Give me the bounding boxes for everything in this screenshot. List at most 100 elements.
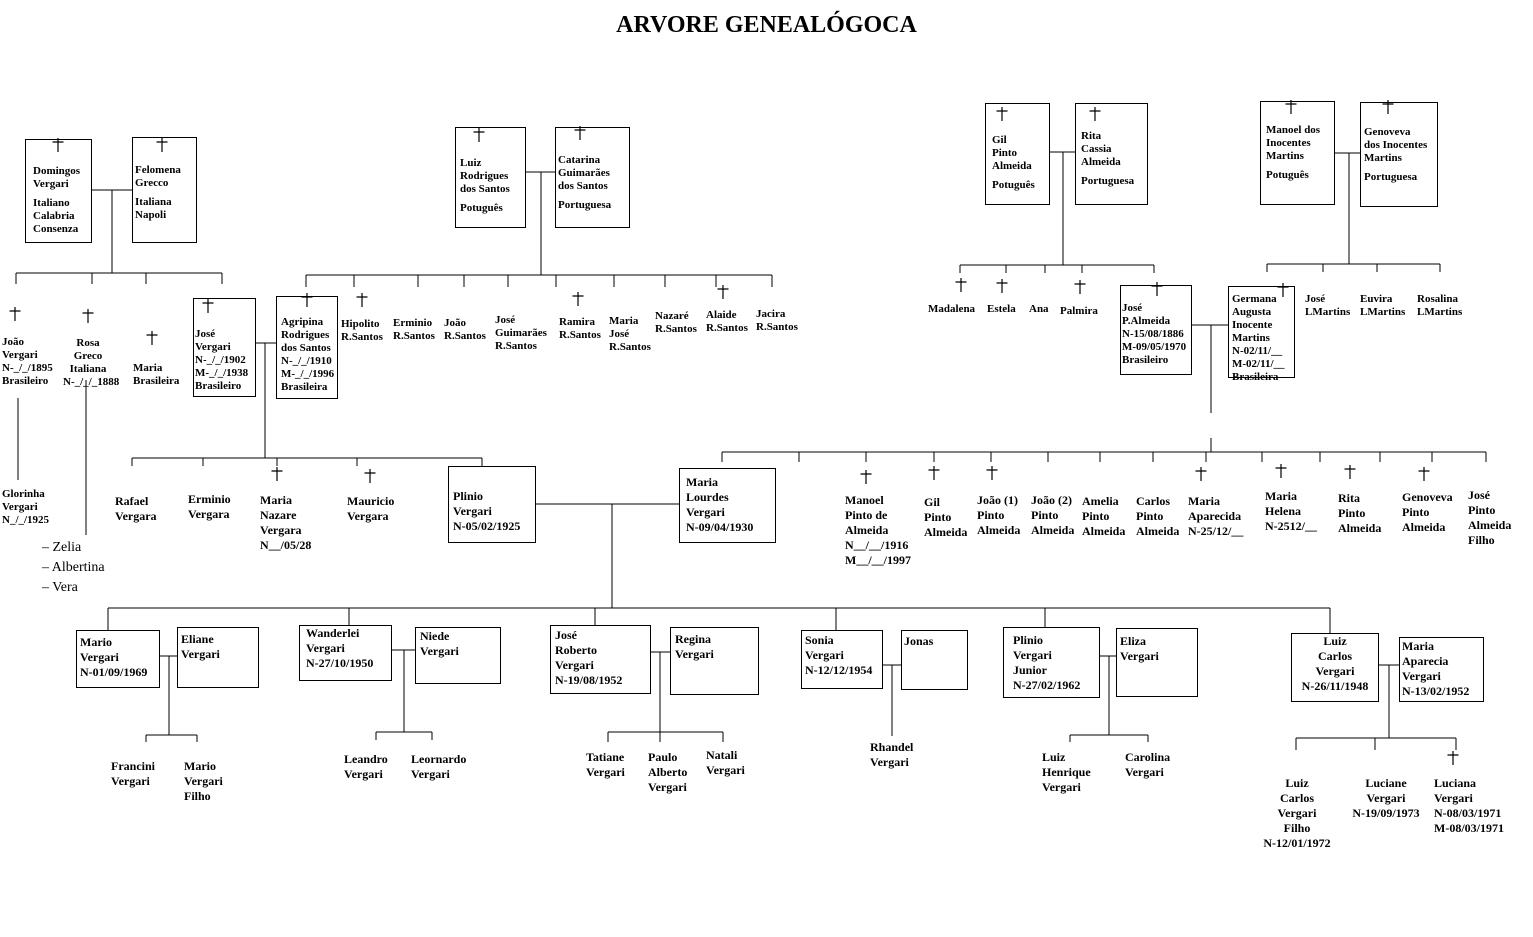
page-title: ARVORE GENEALÓGOCA	[616, 12, 917, 38]
person-line: N-05/02/1925	[453, 519, 521, 533]
person-line: Almeida	[1081, 156, 1121, 168]
person-line: Hipolito	[341, 318, 380, 330]
latin-cross-icon	[1343, 465, 1357, 484]
person-box-plinio	[448, 466, 536, 543]
person-line: – Albertina	[42, 560, 105, 575]
person-line: Aparecia	[1402, 654, 1449, 668]
person-line: Luciane	[1365, 776, 1407, 790]
person-line: Luiz	[1042, 750, 1066, 764]
person-rosa-children: – Zelia – Albertina – Vera	[42, 538, 105, 598]
person-line: N__/05/28	[260, 538, 312, 552]
person-box-manoel-im	[1260, 101, 1335, 205]
person-line: Maria	[133, 362, 163, 374]
person-line: dos Santos	[460, 183, 510, 195]
person-line: Carlos	[1136, 494, 1170, 508]
person-line: Rodrigues	[281, 329, 330, 341]
person-line: Greco	[73, 350, 103, 362]
person-line: Domingos	[33, 165, 81, 177]
person-line: Gil	[924, 495, 941, 509]
person-line: Carolina	[1125, 750, 1171, 764]
person-line: Vergari	[1042, 780, 1081, 794]
person-box-germana	[1228, 286, 1295, 378]
person-line: Maria	[1402, 639, 1434, 653]
person-line: Manoel dos	[1266, 124, 1321, 136]
person-line: Vergari	[453, 504, 492, 518]
latin-cross-icon	[145, 331, 159, 350]
latin-cross-icon	[1150, 282, 1164, 301]
person-line: Vergari	[805, 648, 844, 662]
person-box-catarina	[555, 127, 630, 228]
person-line: Potuguês	[1266, 169, 1309, 181]
person-line: José	[495, 314, 516, 326]
person-line: Palmira	[1060, 305, 1098, 317]
person-line: dos Inocentes	[1364, 139, 1428, 151]
person-line: Paulo	[648, 750, 678, 764]
person-line: R.Santos	[393, 330, 435, 342]
person-line: Pinto	[1031, 508, 1059, 522]
person-madalena: Madalena	[928, 303, 975, 316]
person-box-regina	[670, 627, 759, 695]
person-line: Augusta	[1232, 306, 1272, 318]
latin-cross-icon	[995, 107, 1009, 126]
person-line: Brasileiro	[2, 375, 49, 387]
person-box-luiz-cv	[1291, 633, 1379, 702]
person-line: P.Almeida	[1122, 315, 1171, 327]
person-line: José	[555, 628, 577, 642]
person-line: Napoli	[135, 209, 167, 221]
person-line: João	[2, 336, 24, 348]
person-line: João (1)	[977, 493, 1018, 507]
person-line: N-_/_/_1888	[63, 376, 120, 388]
person-line: Vergari	[420, 644, 459, 658]
person-line: M-02/11/__	[1232, 358, 1285, 370]
person-line: José	[1468, 488, 1490, 502]
person-line: N-02/11/__	[1232, 345, 1283, 357]
person-line: Genoveva	[1402, 490, 1453, 504]
latin-cross-icon	[859, 470, 873, 489]
person-line: Nazare	[260, 508, 297, 522]
person-line: – Vera	[42, 580, 78, 595]
person-line: Pinto	[924, 510, 952, 524]
person-line: Vergari	[675, 647, 714, 661]
person-line: Martins	[1364, 152, 1402, 164]
person-line: – Zelia	[42, 540, 82, 555]
person-line: Vergari	[111, 774, 150, 788]
latin-cross-icon	[300, 293, 314, 312]
latin-cross-icon	[1088, 107, 1102, 126]
latin-cross-icon	[155, 138, 169, 157]
person-line: Erminio	[188, 492, 231, 506]
person-line: Amelia	[1082, 494, 1119, 508]
person-line: Alaide	[706, 309, 737, 321]
person-estela: Estela	[987, 303, 1016, 316]
person-line: Pinto	[977, 508, 1005, 522]
person-line: Luiz	[1323, 634, 1347, 648]
person-line: Vergari	[195, 341, 231, 353]
person-line: Regina	[675, 632, 711, 646]
person-line: LMartins	[1305, 306, 1351, 318]
person-line: Carlos	[1280, 791, 1314, 805]
person-box-sonia	[801, 630, 883, 689]
person-line: Vergari	[80, 650, 119, 664]
latin-cross-icon	[995, 279, 1009, 298]
person-line: Germana	[1232, 293, 1277, 305]
